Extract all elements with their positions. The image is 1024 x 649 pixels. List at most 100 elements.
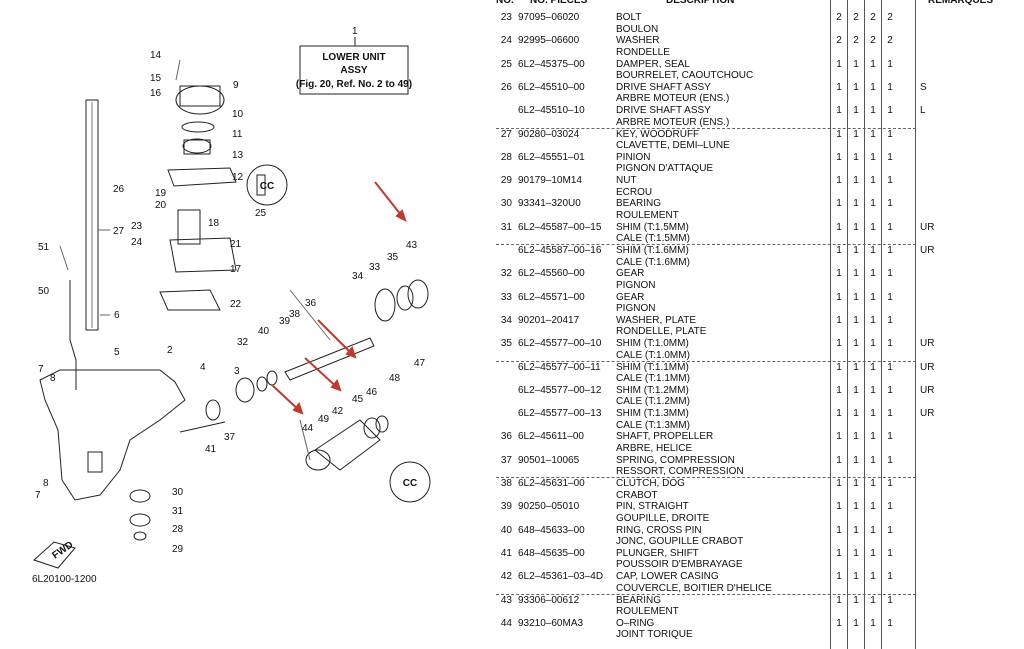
description-en: BEARING	[616, 594, 662, 606]
quantity: 2	[887, 12, 893, 23]
description-en: PIN, STRAIGHT	[616, 501, 689, 513]
callout-label: 36	[305, 298, 317, 309]
part-number: 93210–60MA3	[518, 617, 584, 629]
quantity: 1	[853, 128, 859, 140]
title-line2: ASSY	[340, 65, 368, 76]
callout-label: 1	[352, 26, 358, 37]
quantity: 1	[836, 361, 842, 373]
description-fr: JOINT TORIQUE	[616, 629, 693, 641]
quantity: 1	[887, 384, 893, 396]
description-fr: ROULEMENT	[616, 209, 679, 221]
quantity: 1	[836, 128, 842, 140]
quantity: 1	[836, 151, 842, 163]
remark: UR	[920, 338, 935, 350]
quantity: 1	[836, 198, 842, 210]
description-fr: PIGNON D'ATTAQUE	[616, 163, 714, 175]
quantity: 1	[853, 151, 859, 163]
quantity: 1	[870, 501, 876, 513]
quantity: 1	[853, 408, 859, 420]
part-number: 92995–06600	[518, 35, 580, 47]
drive-shaft	[85, 99, 99, 331]
callout-label: 37	[224, 432, 236, 443]
callout-label: 16	[150, 88, 162, 99]
quantity: 1	[853, 221, 859, 233]
callout-label: 4	[200, 362, 206, 373]
quantity: 1	[836, 408, 842, 420]
fwd-arrow	[33, 541, 76, 569]
description-en: SHIM (T:1.2MM)	[616, 384, 689, 396]
quantity: 1	[870, 338, 876, 350]
quantity: 1	[853, 198, 859, 210]
header-description: DESCRIPTION	[666, 0, 735, 6]
description-en: KEY, WOODRUFF	[616, 128, 700, 140]
callout-label: 29	[172, 544, 184, 555]
quantity: 1	[887, 291, 893, 303]
quantity: 1	[870, 431, 876, 443]
description-fr: ROULEMENT	[616, 606, 679, 617]
quantity: 1	[853, 431, 859, 443]
callout-label: 22	[230, 299, 242, 310]
part-number: 93341–320U0	[518, 198, 581, 210]
row-separator	[496, 127, 916, 129]
quantity: 1	[836, 454, 842, 466]
part-number: 6L2–45587–00–15	[518, 221, 602, 233]
quantity: 1	[887, 408, 893, 420]
part-ref-no: 42	[500, 571, 512, 583]
quantity: 1	[836, 338, 842, 350]
callout-label: 17	[230, 264, 242, 275]
quantity: 2	[870, 12, 876, 23]
parts-table: NO. NO. PIECES DESCRIPTION 20 25 20 25 R…	[490, 0, 1024, 649]
part-number: 6L2–45611–00	[518, 431, 584, 443]
part-number: 6L2–45560–00	[518, 268, 585, 280]
part-number: 6L2–45577–00–11	[518, 361, 601, 373]
callout-label: 10	[232, 109, 244, 120]
callout-label: 7	[38, 364, 44, 375]
quantity: 1	[853, 314, 859, 326]
quantity: 1	[887, 175, 893, 187]
remark: L	[920, 105, 926, 117]
quantity: 1	[853, 81, 859, 93]
quantity: 1	[870, 198, 876, 210]
description-fr: BOULON	[616, 23, 659, 35]
part-number: 90201–20417	[518, 314, 580, 326]
quantity: 1	[870, 128, 876, 140]
quantity: 1	[853, 384, 859, 396]
part-number: 6L2–45577–00–13	[518, 408, 602, 420]
description-en: O–RING	[616, 617, 655, 629]
quantity: 1	[836, 384, 842, 396]
callout-label: 11	[232, 129, 243, 140]
quantity: 1	[836, 268, 842, 280]
description-en: SPRING, COMPRESSION	[616, 454, 735, 466]
lower-casing-cap	[314, 419, 381, 471]
quantity: 2	[853, 35, 859, 47]
quantity: 1	[836, 478, 842, 489]
description-fr: CALE (T:1.0MM)	[616, 349, 690, 361]
part-number: 6L2–45571–00	[518, 291, 585, 303]
cc-cap-bottom	[389, 461, 431, 503]
callout-label: 20	[155, 200, 167, 211]
quantity: 1	[836, 105, 842, 117]
diagram-code: 6L20100-1200	[32, 574, 97, 585]
quantity: 1	[853, 478, 859, 489]
callout-label: 49	[318, 414, 330, 425]
description-en: BOLT	[616, 12, 642, 23]
description-fr: RONDELLE, PLATE	[616, 326, 707, 338]
description-en: WASHER, PLATE	[616, 314, 697, 326]
quantity: 1	[853, 454, 859, 466]
quantity: 1	[836, 431, 842, 443]
part-ref-no: 43	[500, 594, 512, 606]
remark: UR	[920, 221, 935, 233]
title-ref: (Fig. 20, Ref. No. 2 to 49)	[296, 79, 412, 90]
description-fr: ARBRE, HELICE	[616, 442, 693, 454]
description-fr: RESSORT, COMPRESSION	[616, 466, 744, 478]
callout-label: 34	[352, 271, 364, 282]
remark: UR	[920, 361, 935, 373]
